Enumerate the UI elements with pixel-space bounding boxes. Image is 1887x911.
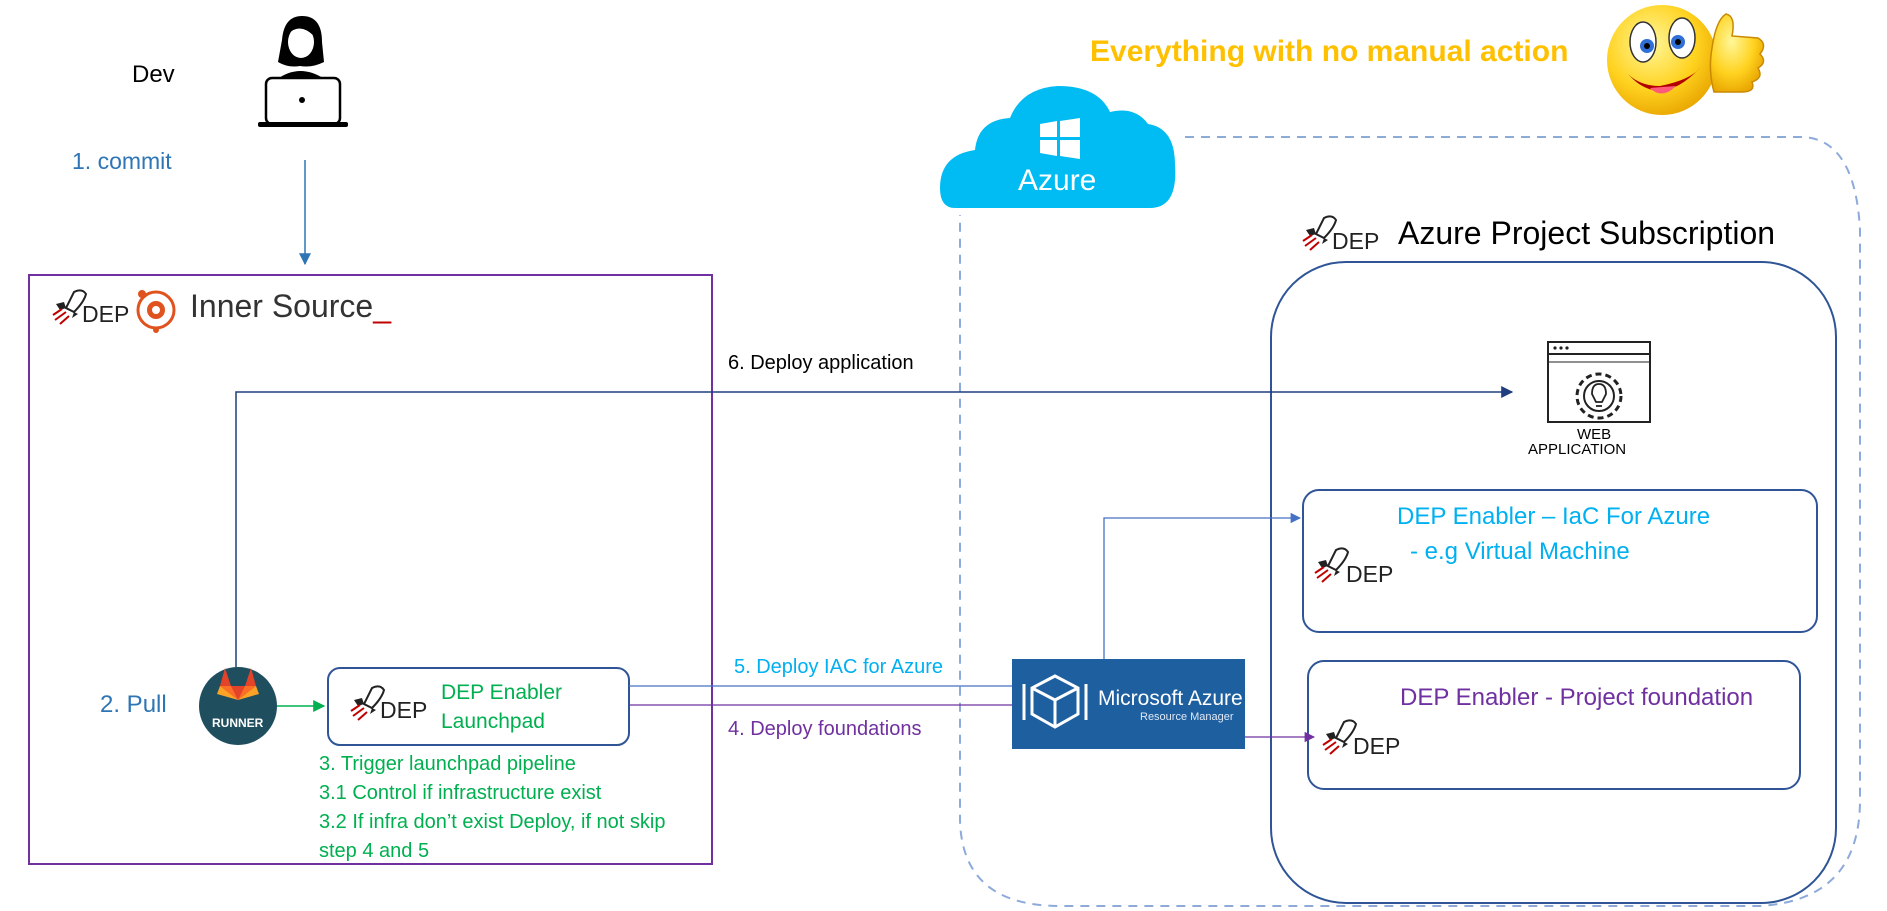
subscription-title: Azure Project Subscription [1398,215,1776,251]
deploy-app-arrow [235,386,1514,667]
gitlab-runner-icon [199,667,277,745]
dev-label: Dev [132,61,175,88]
arm-subtitle: Resource Manager [1140,711,1234,723]
step-pull-label: 2. Pull [100,691,167,718]
foundation-box-title: DEP Enabler - Project foundation [1400,684,1754,711]
launchpad-title-line1: DEP Enabler [441,681,563,704]
step-trigger-label: 3. Trigger launchpad pipeline [319,753,576,775]
iac-box [1302,489,1818,633]
inner-source-box [28,274,713,865]
launchpad-title-line2: Launchpad [441,710,545,733]
launchpad-box [327,667,630,746]
iac-box-title-line1: DEP Enabler – IaC For Azure [1397,503,1711,530]
azure-region-boundary [959,136,1861,907]
azure-cloud-icon [940,86,1176,208]
inner-source-icon [136,290,176,333]
dep-logo-text: DEP [380,697,428,723]
dep-rocket-icon [350,685,386,721]
developer-icon [258,16,348,127]
dep-rocket-icon [1302,215,1338,251]
deploy-iac-arrow [629,512,1302,687]
azure-resource-manager-icon [1012,659,1245,749]
step-commit-label: 1. commit [72,148,172,174]
dep-rocket-icon [1314,547,1350,583]
smiley-thumbs-up-icon [1607,5,1765,115]
dep-rocket-icon [52,289,88,325]
step-skip-label-line2: step 4 and 5 [319,840,430,862]
headline: Everything with no manual action [1090,35,1569,68]
step-iac-label: 5. Deploy IAC for Azure [734,656,943,678]
dep-rocket-icon [1322,719,1358,755]
step-foundations-label: 4. Deploy foundations [728,718,922,740]
inner-source-underscore: _ [373,288,392,324]
inner-source-title-text: Inner Source [190,288,374,324]
dep-logo-text: DEP [1346,561,1394,587]
foundation-box [1307,660,1801,790]
windows-logo-icon [1040,118,1080,159]
arm-title: Microsoft Azure [1098,687,1243,710]
web-app-label-line1: WEB [1577,426,1612,443]
azure-cloud-label: Azure [1018,164,1097,197]
dep-logo-text: DEP [1332,228,1380,254]
iac-box-title-line2: - e.g Virtual Machine [1410,538,1630,565]
step-control-label: 3.1 Control if infrastructure exist [319,782,602,804]
runner-label: RUNNER [212,716,264,730]
web-application-icon [1547,341,1651,423]
dep-logo-text: DEP [82,301,130,327]
step-skip-label-line1: 3.2 If infra don’t exist Deploy, if not … [319,811,666,833]
dep-logo-text: DEP [1353,733,1401,759]
inner-source-title: Inner Source_ [190,288,391,325]
subscription-box [1270,261,1837,904]
step-deploy-app-label: 6. Deploy application [728,352,914,374]
web-app-label-line2: APPLICATION [1528,441,1627,458]
